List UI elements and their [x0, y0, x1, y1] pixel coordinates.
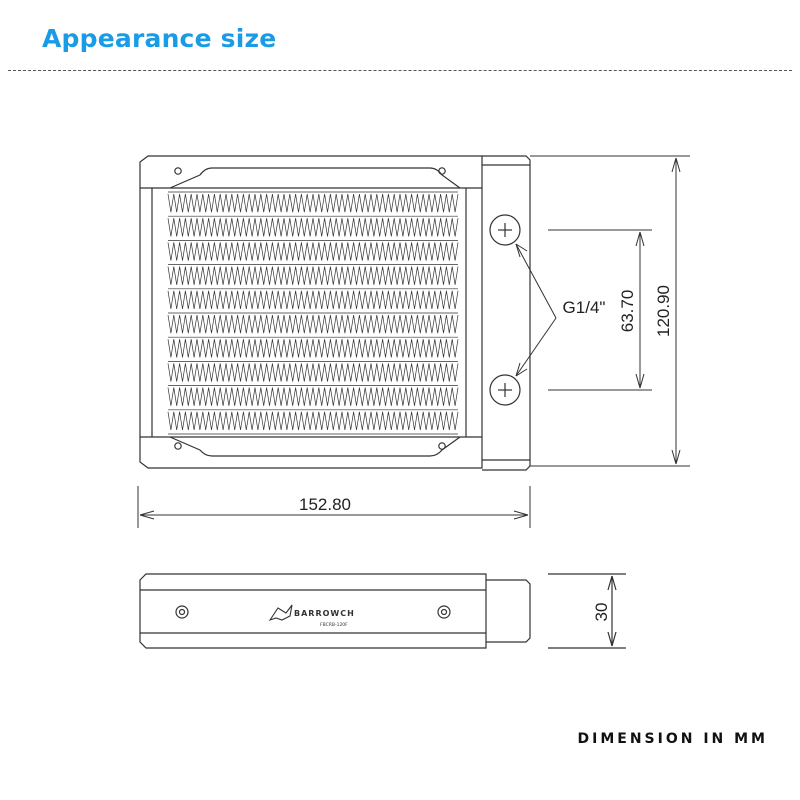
screw-hole — [175, 605, 189, 619]
screw-hole — [174, 442, 182, 450]
front-body-outline — [139, 155, 483, 469]
brand-logo-text: BARROWCH — [294, 609, 355, 618]
fin-row — [167, 363, 459, 382]
units-note: DIMENSION IN MM — [577, 731, 768, 747]
end-tank — [482, 155, 531, 471]
side-body-outline — [139, 573, 487, 649]
screw-hole — [174, 167, 182, 175]
header-divider — [8, 70, 792, 71]
fin-row — [167, 266, 459, 285]
inlet-port — [489, 214, 521, 246]
thread-leader-line — [515, 243, 557, 319]
fin-row — [167, 218, 459, 237]
fin-row — [167, 411, 459, 431]
fin-row — [167, 290, 459, 310]
fin-row — [167, 387, 459, 406]
fin-row — [167, 193, 459, 213]
brand-logo-mark — [268, 604, 293, 622]
fin-row — [167, 242, 459, 261]
fin-row — [167, 314, 459, 334]
outlet-port — [489, 374, 521, 406]
front-view — [139, 155, 531, 471]
screw-hole — [438, 442, 446, 450]
screw-hole — [438, 167, 446, 175]
cooling-fins — [167, 191, 459, 435]
core-frame — [169, 167, 461, 189]
dimension-lines — [137, 155, 690, 528]
port-spacing-label: 63.70 — [618, 290, 637, 333]
thread-leader-line — [515, 317, 557, 377]
side-end-tank — [486, 579, 531, 643]
port-thread-label: G1/4" — [563, 298, 606, 317]
model-text: FBCRB-120F — [320, 622, 348, 628]
page-title: Appearance size — [42, 24, 277, 53]
fin-row — [167, 339, 459, 358]
width-label: 152.80 — [299, 495, 351, 514]
screw-hole — [437, 605, 451, 619]
side-view — [139, 573, 626, 649]
height-label: 120.90 — [654, 285, 673, 337]
thickness-label: 30 — [592, 603, 611, 622]
